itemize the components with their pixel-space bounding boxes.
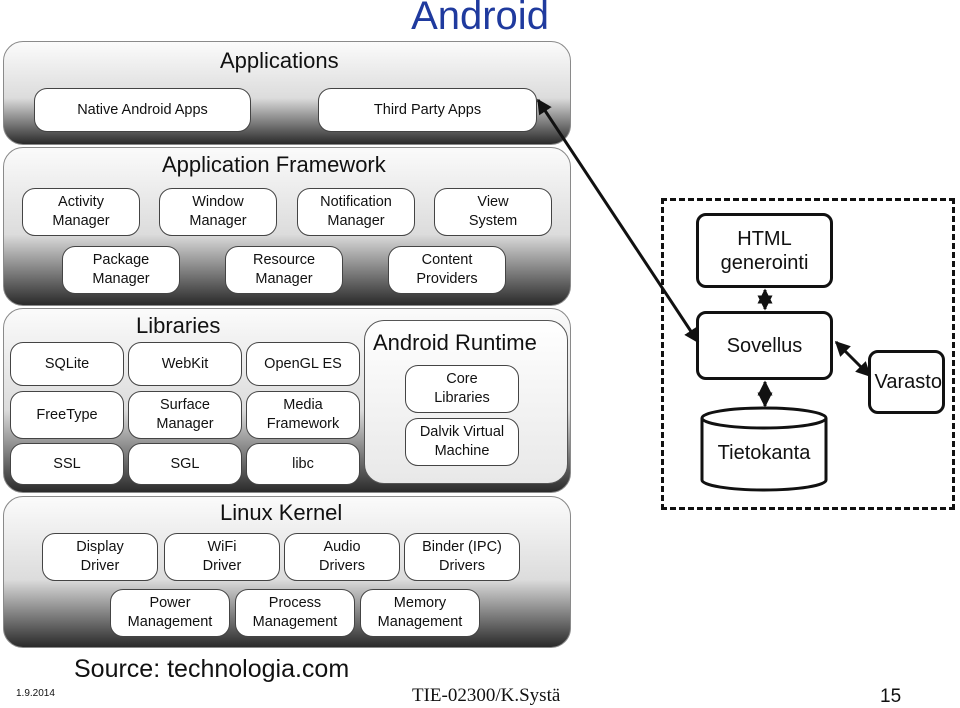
android-runtime-box: Android Runtime Core Libraries Dalvik Vi… [364,320,568,484]
binder-ipc-drivers: Binder (IPC) Drivers [404,533,520,581]
memory-management: Memory Management [360,589,480,637]
framework-title: Application Framework [162,152,386,177]
application-framework-layer: Application Framework Activity Manager W… [3,147,571,306]
sgl: SGL [128,443,242,485]
footer-date: 1.9.2014 [16,688,55,699]
power-management: Power Management [110,589,230,637]
activity-manager: Activity Manager [22,188,140,236]
content-providers: Content Providers [388,246,506,294]
dalvik-virtual-machine: Dalvik Virtual Machine [405,418,519,466]
footer-course: TIE-02300/K.Systä [412,685,561,706]
database-cylinder [700,406,828,492]
webkit: WebKit [128,342,242,386]
process-management: Process Management [235,589,355,637]
opengl-es: OpenGL ES [246,342,360,386]
storage-box: Varasto [868,350,945,414]
dashed-boundary [661,198,955,510]
display-driver: Display Driver [42,533,158,581]
view-system: View System [434,188,552,236]
apps-to-app-arrow [536,98,700,344]
linux-kernel-title: Linux Kernel [220,500,343,525]
third-party-apps: Third Party Apps [318,88,537,132]
notification-manager: Notification Manager [297,188,415,236]
page-number: 15 [880,686,902,707]
package-manager: Package Manager [62,246,180,294]
audio-drivers: Audio Drivers [284,533,400,581]
source-caption: Source: technologia.com [74,655,350,683]
android-runtime-title: Android Runtime [373,330,537,355]
libc: libc [246,443,360,485]
html-generation-box: HTML generointi [696,213,833,288]
slide-title: Android [411,0,549,38]
window-manager: Window Manager [159,188,277,236]
app-storage-arrow [834,340,872,378]
app-box: Sovellus [696,311,833,380]
applications-layer: Applications Native Android Apps Third P… [3,41,571,145]
linux-kernel-layer: Linux Kernel Display Driver WiFi Driver … [3,496,571,648]
sqlite: SQLite [10,342,124,386]
resource-manager: Resource Manager [225,246,343,294]
media-framework: Media Framework [246,391,360,439]
libraries-title: Libraries [136,313,221,338]
freetype: FreeType [10,391,124,439]
database-label: Tietokanta [717,442,811,464]
ssl: SSL [10,443,124,485]
core-libraries: Core Libraries [405,365,519,413]
wifi-driver: WiFi Driver [164,533,280,581]
surface-manager: Surface Manager [128,391,242,439]
applications-title: Applications [220,48,339,73]
native-android-apps: Native Android Apps [34,88,251,132]
